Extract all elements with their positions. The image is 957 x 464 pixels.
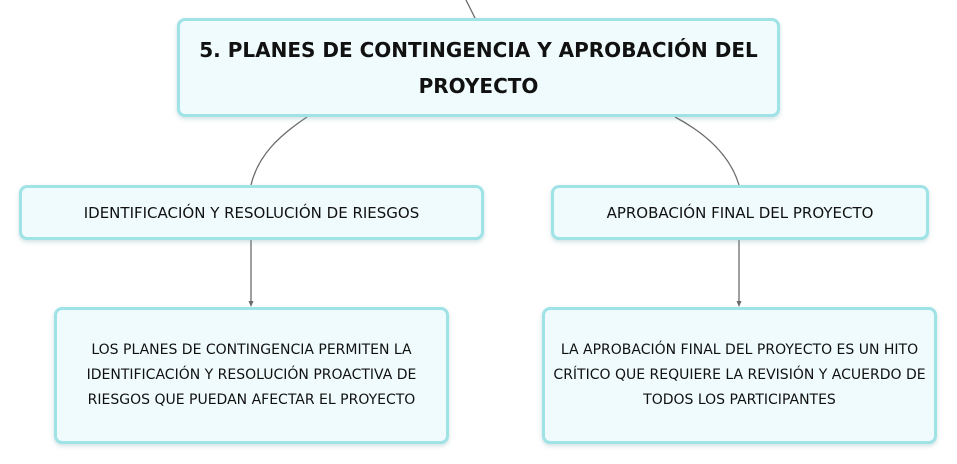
detail-risks-node[interactable]: LOS PLANES DE CONTINGENCIA PERMITEN LA I… [54, 307, 449, 444]
main-topic-title: 5. PLANES DE CONTINGENCIA Y APROBACIÓN D… [199, 37, 758, 98]
subtopic-approval-label: APROBACIÓN FINAL DEL PROYECTO [606, 203, 874, 222]
arrowhead-risks-detail [248, 301, 254, 307]
incoming-connector [465, 0, 476, 19]
detail-approval-text: LA APROBACIÓN FINAL DEL PROYECTO ES UN H… [553, 342, 926, 408]
connector-main-to-risks [250, 116, 308, 186]
subtopic-risks-node[interactable]: IDENTIFICACIÓN Y RESOLUCIÓN DE RIESGOS [19, 185, 484, 240]
detail-risks-text: LOS PLANES DE CONTINGENCIA PERMITEN LA I… [86, 342, 417, 408]
arrowhead-approval-detail [736, 301, 742, 307]
detail-approval-node[interactable]: LA APROBACIÓN FINAL DEL PROYECTO ES UN H… [542, 307, 937, 444]
subtopic-risks-label: IDENTIFICACIÓN Y RESOLUCIÓN DE RIESGOS [83, 203, 420, 222]
main-topic-node[interactable]: 5. PLANES DE CONTINGENCIA Y APROBACIÓN D… [177, 18, 780, 117]
connector-main-to-approval [674, 116, 740, 186]
subtopic-approval-node[interactable]: APROBACIÓN FINAL DEL PROYECTO [551, 185, 929, 240]
